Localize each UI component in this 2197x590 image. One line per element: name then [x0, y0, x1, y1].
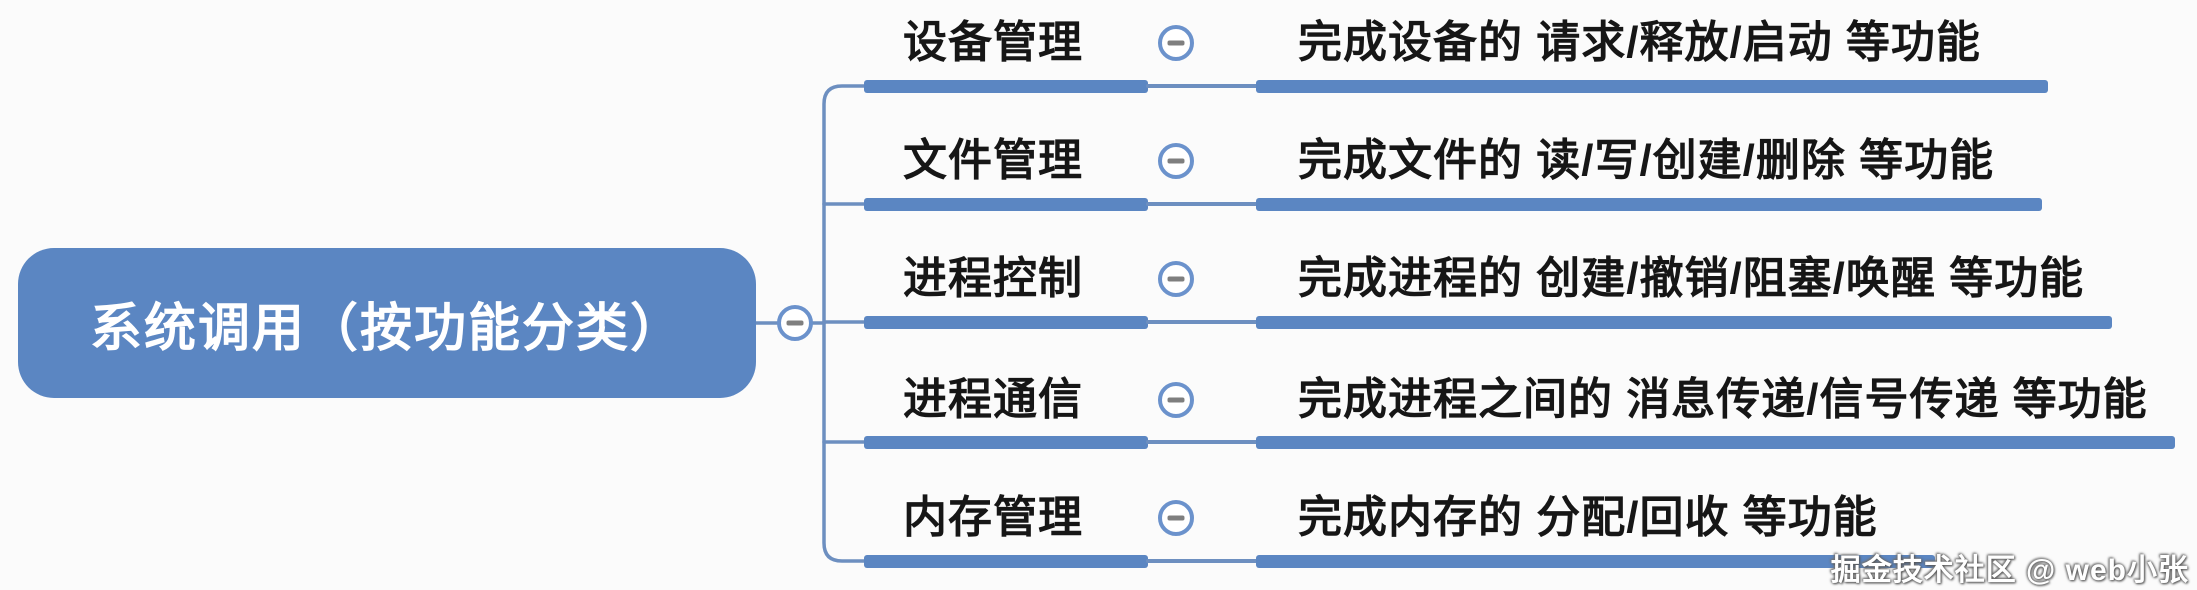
watermark: 掘金技术社区 @ web小张	[1830, 554, 2189, 587]
detail-underline	[1256, 316, 2112, 329]
collapse-minus-icon[interactable]	[1158, 261, 1194, 297]
branch-label[interactable]: 内存管理	[903, 493, 1083, 542]
branch-label[interactable]: 进程通信	[903, 375, 1083, 424]
root-node-label: 系统调用（按功能分类）	[89, 299, 684, 358]
collapse-minus-icon[interactable]	[1158, 382, 1194, 418]
collapse-minus-icon[interactable]	[1158, 500, 1194, 536]
branch-child-connector	[1146, 320, 1258, 324]
branch-child-connector	[1146, 202, 1258, 206]
root-collapse-minus-icon[interactable]	[777, 305, 813, 341]
branch-detail[interactable]: 完成进程的 创建/撤销/阻塞/唤醒 等功能	[1298, 254, 2085, 303]
branch-child-connector	[1146, 440, 1258, 444]
branch-detail[interactable]: 完成进程之间的 消息传递/信号传递 等功能	[1298, 375, 2148, 424]
branch-underline	[864, 198, 1148, 211]
collapse-minus-icon[interactable]	[1158, 143, 1194, 179]
branch-underline	[864, 80, 1148, 93]
detail-underline	[1256, 436, 2175, 449]
collapse-minus-icon[interactable]	[1158, 25, 1194, 61]
branch-child-connector	[1146, 84, 1258, 88]
branch-child-connector	[1146, 559, 1258, 563]
branch-detail[interactable]: 完成文件的 读/写/创建/删除 等功能	[1298, 136, 1995, 185]
detail-underline	[1256, 198, 2042, 211]
detail-underline	[1256, 80, 2048, 93]
branch-label[interactable]: 设备管理	[903, 18, 1083, 67]
branch-label[interactable]: 进程控制	[903, 254, 1083, 303]
branch-underline	[864, 316, 1148, 329]
root-node[interactable]: 系统调用（按功能分类）	[18, 248, 756, 398]
branch-label[interactable]: 文件管理	[903, 136, 1083, 185]
branch-detail[interactable]: 完成内存的 分配/回收 等功能	[1298, 493, 1878, 542]
branch-underline	[864, 555, 1148, 568]
branch-underline	[864, 436, 1148, 449]
detail-underline	[1256, 555, 1935, 568]
branch-detail[interactable]: 完成设备的 请求/释放/启动 等功能	[1298, 18, 1981, 67]
